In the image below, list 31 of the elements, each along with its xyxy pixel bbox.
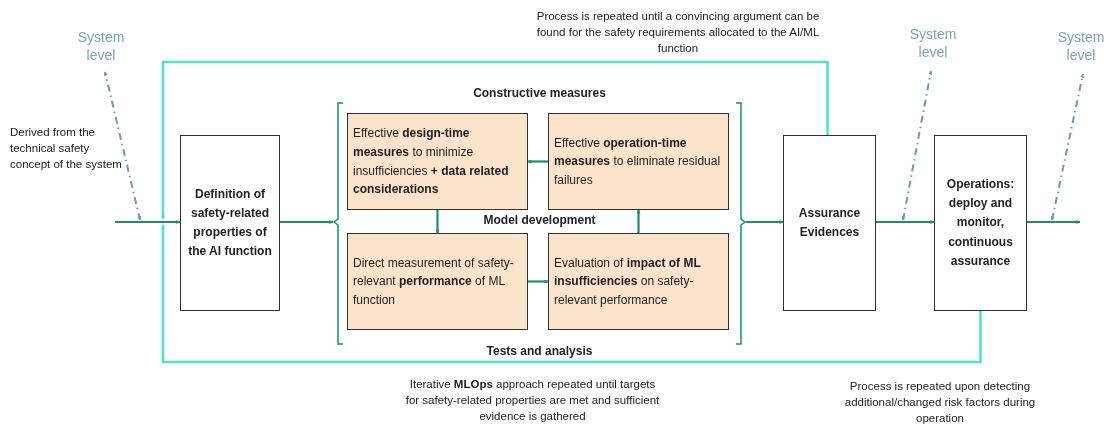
section-heading: Model development bbox=[482, 213, 597, 227]
arrow bbox=[435, 210, 440, 234]
process-box: Effective operation-time measures to eliminate residual failures bbox=[548, 113, 729, 210]
arrow bbox=[636, 209, 641, 233]
note-text: Iterative MLOps approach repeated until targets for safety-related properties are met and sufficient evidence is gathered bbox=[405, 377, 660, 425]
arrow bbox=[115, 220, 181, 224]
note-text: Process is repeated until a convincing argument can be found for the safety requirements allocated to the AI/ML function bbox=[535, 9, 821, 57]
arrow bbox=[161, 224, 982, 364]
arrow bbox=[161, 60, 829, 220]
arrow bbox=[876, 220, 935, 224]
process-box: Assurance Evidences bbox=[783, 135, 876, 311]
level-label: System level bbox=[1052, 28, 1110, 68]
process-box: Operations: deploy and monitor, continuous assurance bbox=[934, 135, 1027, 311]
arrow bbox=[527, 159, 548, 164]
section-heading: Constructive measures bbox=[472, 86, 607, 100]
arrow bbox=[528, 279, 549, 284]
dash-dot-arrow bbox=[901, 70, 933, 221]
process-box: Definition of safety-related properties of the AI function bbox=[180, 135, 280, 311]
arrow bbox=[746, 220, 784, 224]
process-box: Evaluation of impact of ML insufficiencies on safety-relevant performance bbox=[548, 233, 729, 330]
arrow bbox=[280, 220, 334, 224]
dash-dot-arrow bbox=[103, 71, 142, 221]
note-text: Derived from the technical safety concept of the system bbox=[10, 125, 122, 173]
level-label: System level bbox=[70, 28, 132, 68]
process-box: Direct measurement of safety-relevant performance of ML function bbox=[347, 233, 528, 330]
note-text: Process is repeated upon detecting additional/changed risk factors during operation bbox=[843, 379, 1037, 427]
arrow bbox=[1027, 220, 1081, 224]
dash-dot-arrow bbox=[1050, 73, 1085, 221]
level-label: System level bbox=[902, 25, 964, 65]
process-box: Effective design-time measures to minimize insufficiencies + data related considerations bbox=[347, 113, 528, 210]
section-heading: Tests and analysis bbox=[485, 344, 594, 358]
